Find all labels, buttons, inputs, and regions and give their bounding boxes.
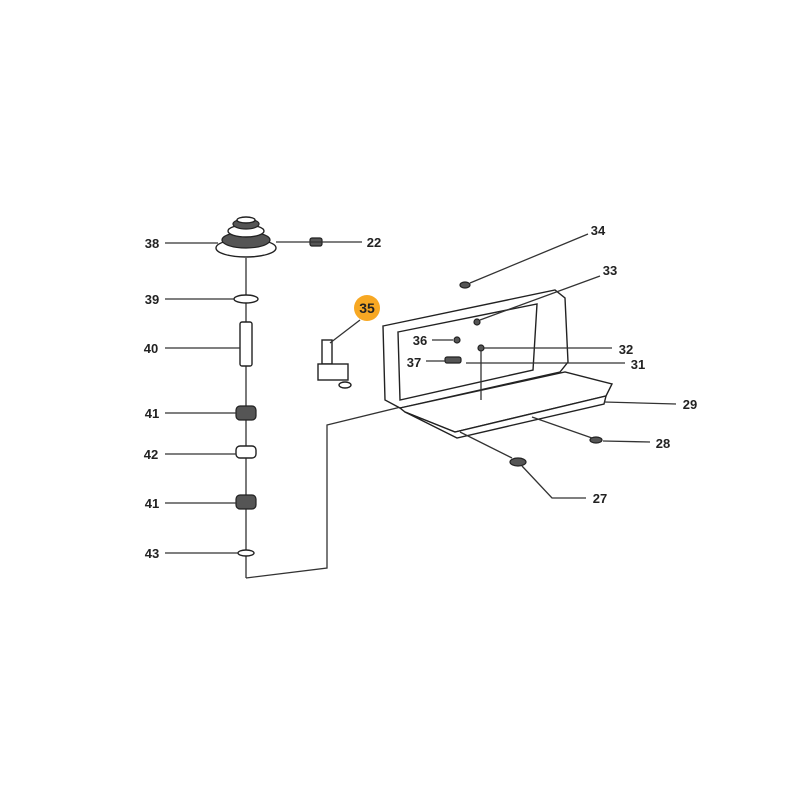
knob-part[interactable] [459, 281, 471, 289]
cap-part[interactable] [453, 336, 461, 344]
highlight-badge[interactable] [354, 295, 380, 321]
callout-43[interactable]: 43 [145, 546, 159, 561]
callout-35[interactable]: 35 [359, 300, 375, 316]
callout-37[interactable]: 37 [407, 355, 421, 370]
callout-41[interactable]: 41 [145, 406, 159, 421]
foot-part[interactable] [589, 436, 603, 444]
latch-part[interactable] [473, 318, 481, 326]
screw-part[interactable] [477, 344, 485, 352]
callout-22[interactable]: 22 [367, 235, 381, 250]
step-pulley-part[interactable] [215, 216, 277, 258]
retaining-ring-part[interactable] [237, 549, 255, 557]
switch-part[interactable] [317, 339, 352, 389]
assembly-connector-line [245, 405, 406, 579]
callout-36[interactable]: 36 [413, 333, 427, 348]
callout-34[interactable]: 34 [591, 223, 606, 238]
spindle-part[interactable] [239, 321, 253, 367]
spacer-part[interactable] [235, 445, 257, 459]
callout-41[interactable]: 41 [145, 496, 159, 511]
callout-29[interactable]: 29 [683, 397, 697, 412]
callout-28[interactable]: 28 [656, 436, 670, 451]
callout-42[interactable]: 42 [144, 447, 158, 462]
bearing-part[interactable] [235, 494, 257, 510]
callout-39[interactable]: 39 [145, 292, 159, 307]
washer-part[interactable] [233, 294, 259, 304]
callout-32[interactable]: 32 [619, 342, 633, 357]
callout-27[interactable]: 27 [593, 491, 607, 506]
callout-40[interactable]: 40 [144, 341, 158, 356]
tool-box-part[interactable] [382, 289, 614, 439]
bumper-part[interactable] [509, 457, 527, 467]
callout-33[interactable]: 33 [603, 263, 617, 278]
bearing-part[interactable] [235, 405, 257, 421]
callout-38[interactable]: 38 [145, 236, 159, 251]
hinge-part[interactable] [444, 356, 462, 364]
callout-31[interactable]: 31 [631, 357, 645, 372]
leader-lines [165, 233, 677, 554]
